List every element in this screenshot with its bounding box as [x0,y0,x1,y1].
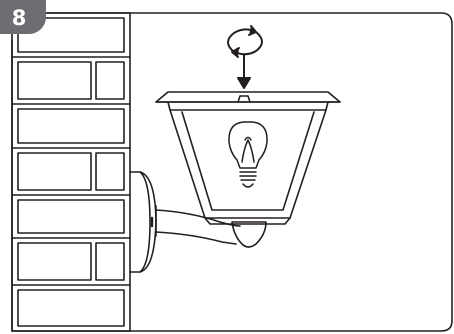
light-bulb-icon [228,121,268,188]
brick-wall [11,12,131,332]
step-badge: 8 [0,0,46,34]
step-number: 8 [11,5,27,30]
wall-mount-plate [129,171,157,273]
rotate-arrows-icon [227,25,263,58]
down-arrow-icon [237,54,251,89]
frame-border [11,12,453,332]
mounting-arm [155,205,241,245]
lantern-body [155,91,341,225]
lamp-finial [231,221,267,248]
